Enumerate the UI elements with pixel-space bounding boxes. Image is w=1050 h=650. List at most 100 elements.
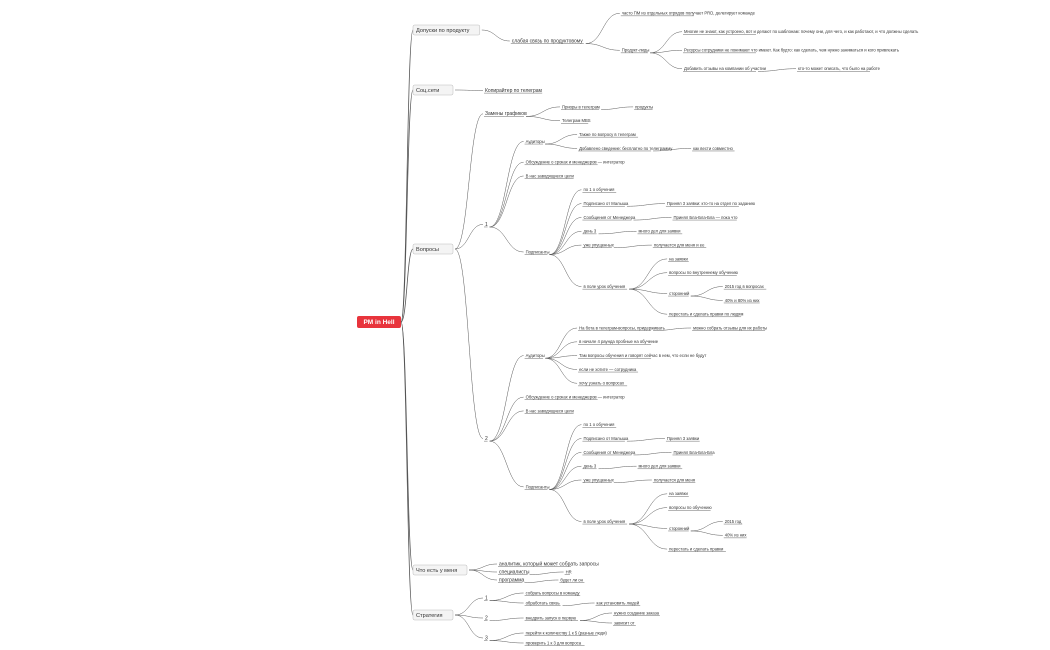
branch-label: Что есть у меня (416, 568, 457, 574)
topic-node-2-2-3-5[interactable]: в поле урок обучения (582, 519, 628, 525)
topic-node-4-1-0[interactable]: внедрить запуск в первую (524, 615, 579, 621)
topic-node-0-0-1-1[interactable]: Ресурсы сотрудники не понимают что имеют… (683, 48, 900, 54)
topic-node-4-2-0[interactable]: перейти к количеству 1 к 5 (разные люди) (524, 630, 608, 636)
topic-node-4-1-0-0[interactable]: нужно создание заказа (613, 610, 660, 616)
topic-node-2-1[interactable]: 1 (484, 222, 488, 228)
topic-node-2-0[interactable]: Замены графиков (484, 111, 527, 117)
branch-node-4[interactable]: Стратегия (412, 609, 454, 621)
topic-node-3-2-0[interactable]: будет ли он (559, 577, 585, 583)
topic-node-1-0[interactable]: Копирайтер по телеграм (484, 87, 543, 94)
topic-node-2-1-3-5-2-0[interactable]: 2015 год в вопросах (723, 284, 767, 290)
connector-line (690, 521, 723, 532)
topic-node-2-0-0[interactable]: Приоры в телеграм (561, 104, 600, 110)
topic-node-2-2-3[interactable]: Подписанты (524, 484, 550, 490)
topic-node-0-0-1-2[interactable]: Добавить отзывы на компании об участии (683, 66, 767, 72)
topic-node-2-2-0-0-0[interactable]: можно собрать отзывы для их работы (692, 325, 767, 331)
connector-line (525, 116, 561, 121)
topic-node-2-1-3-5-3[interactable]: перестать и сделать правки по людям (668, 312, 743, 318)
topic-node-2-2-3-4[interactable]: уже упущенных (582, 477, 615, 483)
topic-node-2-2-1[interactable]: Обсуждение о сроках и менеджеров — интег… (524, 394, 626, 400)
topic-node-2-2-0-0[interactable]: На бота в телеграм-вопросы, придерживать (578, 325, 666, 331)
topic-node-2-1-3-2[interactable]: Сообщения от Менеджера (582, 215, 636, 221)
topic-node-2-2-3-1[interactable]: Подписано от Малыша (582, 436, 629, 442)
topic-node-4-2-1[interactable]: проверить 1 к 3 для вопроса (524, 640, 585, 646)
topic-node-4-0[interactable]: 1 (484, 595, 488, 601)
topic-node-2-2-3-5-1[interactable]: вопросы по обучению (668, 505, 712, 511)
topic-node-2-2-3-4-0[interactable]: получается для меня (652, 477, 696, 483)
topic-node-2-1-3-5-1[interactable]: вопросы по внутреннему обучению (668, 270, 738, 276)
topic-node-3-1[interactable]: специалисты (498, 569, 530, 575)
topic-node-4-1-0-1[interactable]: зависит от (613, 620, 636, 626)
topic-node-2-2-3-1-0[interactable]: Принял 3 заявки (665, 436, 700, 442)
topic-node-2-1-0-1-0[interactable]: как вести совместно (692, 146, 735, 152)
topic-node-2-0-0-0[interactable]: продукты (634, 104, 653, 110)
topic-node-2-2-3-0[interactable]: по 1 о обучения (582, 422, 617, 428)
topic-node-0-0-1[interactable]: Продукт-лиды (620, 48, 650, 54)
topic-node-2-1-3-5[interactable]: в поле урок обучения (582, 284, 628, 290)
topic-node-2-1-3[interactable]: Подписанты (524, 249, 550, 255)
topic-node-4-2[interactable]: 3 (484, 635, 488, 641)
topic-node-2-1-2[interactable]: В нас заводящиеся цели (524, 173, 575, 179)
topic-node-0-0-0[interactable]: часто ПМ из отдельных отрядов получает P… (620, 11, 756, 17)
topic-node-0-0-1-2-0[interactable]: кто-то может описать, что было на работе (797, 66, 881, 72)
topic-node-2-2-2[interactable]: В нас заводящиеся цели (524, 408, 575, 414)
topic-node-2-2-3-5-2-0[interactable]: 2015 год (723, 519, 743, 525)
topic-node-2-2-0-2[interactable]: Там вопросы обучения и говорят сейчас в … (578, 353, 707, 359)
branch-label: Стратегия (416, 613, 443, 619)
connector-line (690, 286, 723, 297)
topic-node-4-1[interactable]: 2 (484, 615, 488, 621)
topic-node-2-2-0[interactable]: Аудиторы (524, 353, 545, 359)
topic-node-2-1-0[interactable]: Аудиторы (524, 139, 545, 145)
topic-node-2-1-3-5-2[interactable]: сторонний (668, 291, 690, 297)
topic-node-3-2[interactable]: программа (498, 577, 525, 583)
topic-label: как вести совместно (693, 146, 733, 151)
topic-node-2-1-3-1-0[interactable]: Принял 3 заявки: кто-то на отдел по зада… (665, 201, 755, 207)
root-node[interactable]: PM in Hell (357, 316, 401, 328)
topic-label: если не хотите — сотрудника (579, 367, 637, 372)
topic-node-2-2-0-3[interactable]: если не хотите — сотрудника (578, 367, 639, 373)
topic-node-2-1-1[interactable]: Обсуждение о сроках и менеджеров — интег… (524, 160, 626, 166)
connector-line (598, 465, 637, 470)
topic-node-2-2-3-3[interactable]: день 3 (582, 464, 597, 470)
topic-node-2-2-0-4[interactable]: хочу узнать о вопросах (578, 381, 628, 387)
topic-node-0-0-1-0[interactable]: Многие не знают, как устроено, вот и дел… (683, 29, 919, 35)
topic-node-4-0-1[interactable]: обработать связь (524, 600, 561, 606)
topic-node-2-1-3-0[interactable]: по 1 о обучения (582, 187, 617, 193)
topic-node-2-2-3-2-0[interactable]: Принял Бла-Бла-Бла (672, 450, 715, 456)
topic-node-2-2-3-5-2[interactable]: сторонний (668, 526, 690, 532)
topic-node-2-1-3-3-0[interactable]: много дел для заявки (637, 229, 683, 235)
topic-node-2-2-3-5-0[interactable]: на заявки (668, 491, 689, 497)
branch-node-2[interactable]: Вопросы (412, 243, 454, 255)
topic-node-2-1-3-2-0[interactable]: Принял Бла-Бла-Бла — пока что (672, 215, 738, 221)
topic-label: уже упущенных (583, 477, 614, 482)
topic-node-2-1-3-5-0[interactable]: на заявки (668, 256, 689, 262)
topic-node-2-0-1[interactable]: Телеграм MBS (561, 118, 591, 124)
topic-node-2-2[interactable]: 2 (484, 436, 488, 442)
topic-node-2-2-3-5-2-1[interactable]: 40% из них (723, 533, 748, 539)
topic-node-2-1-3-4-0[interactable]: получается для меня и ее (652, 242, 707, 248)
topic-node-2-1-0-0[interactable]: Также по вопросу в телеграм (578, 132, 639, 138)
branch-node-0[interactable]: Допуски по продукту (412, 24, 481, 36)
topic-node-3-1-0[interactable]: HR (564, 569, 572, 575)
topic-node-2-1-3-5-2-1[interactable]: 40% и 80% из них (723, 298, 761, 304)
topic-node-4-0-0[interactable]: собрать вопросы в команду (524, 590, 581, 596)
topic-node-3-0[interactable]: аналитик, который может собрать запросы (498, 560, 599, 567)
topic-node-2-1-3-3[interactable]: день 3 (582, 229, 597, 235)
topic-label: 40% из них (725, 533, 748, 538)
topic-label: Сообщения от Менеджера (583, 450, 636, 455)
topic-node-2-2-3-5-3[interactable]: перестать и сделать правки (668, 546, 726, 552)
connector-line (650, 31, 683, 54)
topic-node-4-0-1-0[interactable]: как установить людей (595, 600, 641, 606)
branch-node-3[interactable]: Что есть у меня (412, 564, 468, 576)
topic-node-2-1-3-4[interactable]: уже упущенных (582, 242, 615, 248)
connector-line (653, 148, 692, 152)
topic-node-2-2-3-2[interactable]: Сообщения от Менеджера (582, 450, 636, 456)
topic-label: продукты (635, 104, 653, 109)
branch-node-1[interactable]: Соц.сети (412, 84, 454, 96)
topic-node-2-2-3-3-0[interactable]: много дел для заявки (637, 464, 683, 470)
topic-node-0-0[interactable]: слабая связь по продуктовому (510, 38, 584, 44)
topic-node-2-1-3-1[interactable]: Подписано от Малыша (582, 201, 629, 207)
topic-label: перейти к количеству 1 к 5 (разные люди) (526, 630, 608, 635)
topic-node-2-2-0-1[interactable]: в начале 4 раунда пробные на обучение (578, 339, 659, 345)
topic-node-2-1-0-1[interactable]: Добавлено сведение: бесплатно по телегра… (578, 146, 673, 152)
